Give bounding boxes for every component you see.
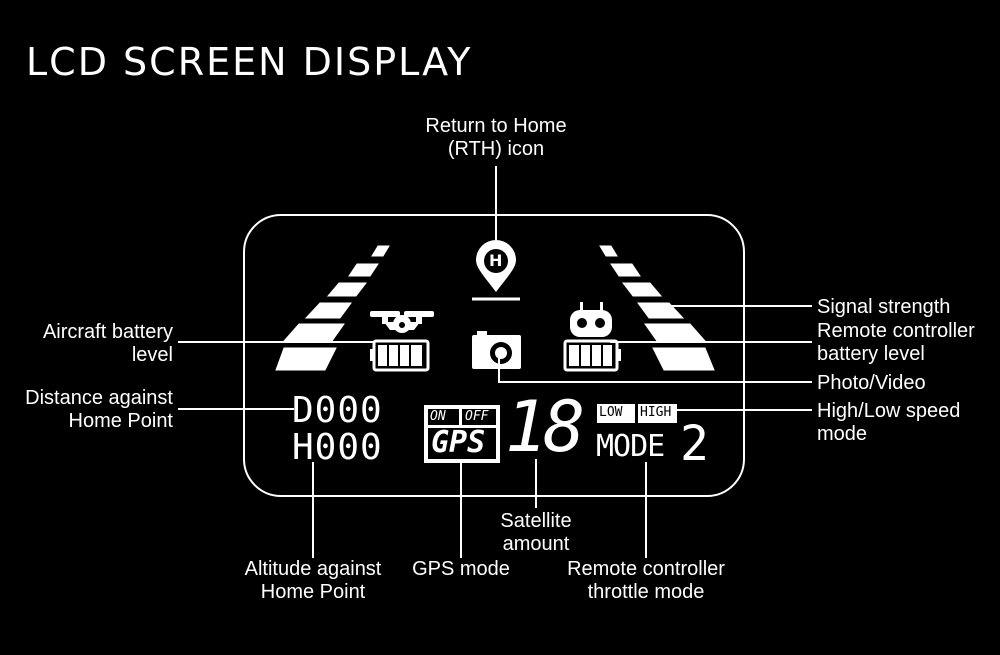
altitude-readout: H000 <box>292 427 383 468</box>
gps-text: GPS <box>431 425 486 460</box>
rth-label-line1: Return to Home <box>425 115 567 137</box>
satellite-label: Satellite amount <box>476 510 596 556</box>
map-pin-h-icon <box>472 240 520 301</box>
altitude-label-line1: Altitude against <box>244 558 382 580</box>
signal-bar-right-5 <box>644 323 707 342</box>
altitude-label-line2: Home Point <box>260 581 366 603</box>
signal-bar-right-1 <box>599 245 618 257</box>
rc-battery-label: Remote controller battery level <box>817 320 975 366</box>
speed-mode-label-line2: mode <box>817 423 868 445</box>
rth-letter: H <box>489 251 503 270</box>
aircraft-battery-label-line2: level <box>131 344 173 366</box>
callout-lines <box>178 166 812 558</box>
signal-strength-label: Signal strength <box>817 296 951 318</box>
distance-label-line2: Home Point <box>68 410 174 432</box>
remote-controller-icon <box>570 302 612 337</box>
gps-box <box>424 405 500 463</box>
signal-bar-right-6 <box>652 347 715 371</box>
signal-bar-right-3 <box>621 282 663 297</box>
throttle-label-line1: Remote controller <box>567 558 725 580</box>
speed-mode-box <box>597 404 677 423</box>
lcd-screen-frame <box>243 214 745 497</box>
right-signal-bars <box>599 245 715 371</box>
photo-video-label: Photo/Video <box>817 372 926 394</box>
signal-bar-left-6 <box>275 347 337 371</box>
camera-icon <box>472 331 521 369</box>
signal-bar-left-5 <box>282 323 345 342</box>
signal-bar-left-2 <box>348 263 379 277</box>
page-title: LCD SCREEN DISPLAY <box>26 40 473 84</box>
rc-battery-icon <box>563 339 621 372</box>
altitude-label: Altitude against Home Point <box>228 558 398 604</box>
aircraft-battery-label-line1: Aircraft battery <box>42 321 173 343</box>
signal-bar-right-2 <box>610 263 641 277</box>
distance-label: Distance against Home Point <box>5 387 173 433</box>
signal-bar-left-3 <box>326 282 368 297</box>
speed-mode-label: High/Low speed mode <box>817 400 960 446</box>
aircraft-battery-label: Aircraft battery level <box>10 321 173 367</box>
gps-on-label: ON <box>430 409 446 424</box>
satellite-label-line2: amount <box>502 533 570 555</box>
rth-label: Return to Home (RTH) icon <box>405 115 587 161</box>
drone-icon <box>370 311 434 333</box>
distance-readout: D000 <box>292 390 383 431</box>
aircraft-battery-icon <box>370 339 430 372</box>
mode-text: MODE <box>596 429 665 464</box>
throttle-label: Remote controller throttle mode <box>551 558 741 604</box>
signal-bar-left-4 <box>304 302 352 319</box>
satellite-label-line1: Satellite <box>500 510 572 532</box>
gps-mode-label: GPS mode <box>412 558 510 580</box>
left-signal-bars <box>275 245 390 371</box>
satellite-count: 18 <box>505 386 585 468</box>
speed-mode-label-line1: High/Low speed <box>817 400 961 422</box>
speed-high-label: HIGH <box>640 405 672 420</box>
mode-value: 2 <box>680 416 709 472</box>
rth-label-line2: (RTH) icon <box>447 138 545 160</box>
rc-battery-label-line2: battery level <box>817 343 925 365</box>
signal-bar-left-1 <box>371 245 390 257</box>
speed-low-label: LOW <box>599 405 623 420</box>
gps-off-label: OFF <box>465 409 489 424</box>
distance-label-line1: Distance against <box>25 387 173 409</box>
photo-video-line <box>498 357 812 383</box>
rc-battery-label-line1: Remote controller <box>817 320 975 342</box>
throttle-label-line2: throttle mode <box>587 581 705 603</box>
